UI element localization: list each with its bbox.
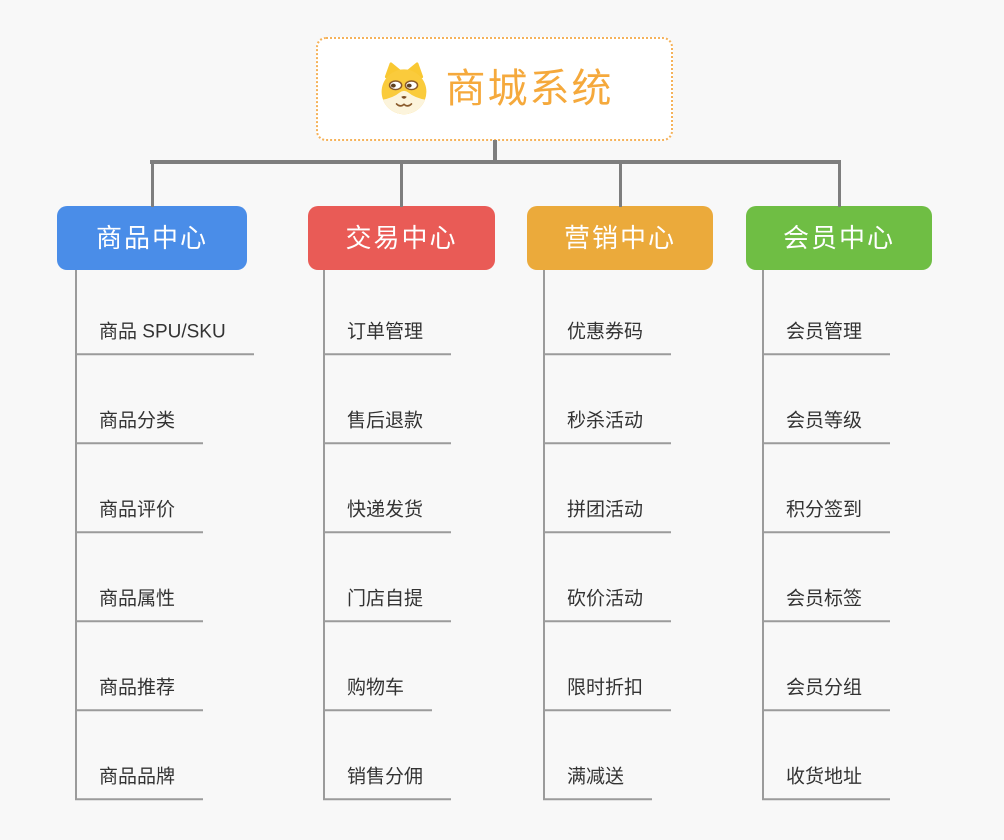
leaf-node[interactable]: 商品属性	[75, 587, 204, 622]
shiba-dog-icon	[376, 61, 432, 117]
leaf-node[interactable]: 商品分类	[75, 409, 204, 444]
branch-vertical-line	[323, 270, 325, 800]
branch-column: 交易中心 订单管理售后退款快递发货门店自提购物车销售分佣	[308, 206, 559, 816]
root-title: 商城系统	[445, 67, 614, 111]
branch-label: 交易中心	[345, 223, 458, 253]
leaf-node[interactable]: 会员管理	[762, 320, 891, 355]
branch-vertical-line	[543, 270, 545, 800]
branch-node[interactable]: 商品中心	[57, 206, 247, 270]
leaf-node[interactable]: 秒杀活动	[543, 409, 672, 444]
branch-node[interactable]: 营销中心	[527, 206, 713, 270]
leaf-node[interactable]: 会员标签	[762, 587, 891, 622]
branch-label: 营销中心	[563, 223, 676, 253]
root-node[interactable]: 商城系统	[316, 37, 673, 141]
leaf-node[interactable]: 商品评价	[75, 498, 204, 533]
leaf-node[interactable]: 收货地址	[762, 765, 891, 800]
leaf-node[interactable]: 满减送	[543, 765, 653, 800]
branch-vertical-line	[75, 270, 77, 800]
leaf-node[interactable]: 售后退款	[323, 409, 452, 444]
leaf-node[interactable]: 会员分组	[762, 676, 891, 711]
leaf-node[interactable]: 快递发货	[323, 498, 452, 533]
leaf-node[interactable]: 订单管理	[323, 320, 452, 355]
leaf-node[interactable]: 砍价活动	[543, 587, 672, 622]
leaf-node[interactable]: 门店自提	[323, 587, 452, 622]
leaf-node[interactable]: 购物车	[323, 676, 433, 711]
branch-column: 会员中心 会员管理会员等级积分签到会员标签会员分组收货地址	[746, 206, 997, 816]
branch-node[interactable]: 会员中心	[746, 206, 932, 270]
branch-vertical-line	[762, 270, 764, 800]
leaf-node[interactable]: 商品 SPU/SKU	[75, 320, 254, 355]
branch-label: 商品中心	[95, 223, 208, 253]
branch-node[interactable]: 交易中心	[308, 206, 495, 270]
connector-bus	[150, 160, 841, 164]
leaf-node[interactable]: 积分签到	[762, 498, 891, 533]
leaf-node[interactable]: 商品品牌	[75, 765, 204, 800]
branch-column: 营销中心 优惠券码秒杀活动拼团活动砍价活动限时折扣满减送	[527, 206, 778, 816]
connector-branch-drop	[150, 163, 154, 207]
branch-column: 商品中心 商品 SPU/SKU 商品分类商品评价商品属性商品推荐商品品牌	[57, 206, 308, 816]
leaf-node[interactable]: 拼团活动	[543, 498, 672, 533]
connector-branch-drop	[400, 163, 403, 207]
leaf-node[interactable]: 销售分佣	[323, 765, 452, 800]
connector-root-drop	[493, 140, 497, 161]
leaf-node[interactable]: 商品推荐	[75, 676, 204, 711]
branch-label: 会员中心	[782, 223, 895, 253]
leaf-node[interactable]: 限时折扣	[543, 676, 672, 711]
leaf-node[interactable]: 优惠券码	[543, 320, 672, 355]
connector-branch-drop	[837, 163, 841, 207]
connector-branch-drop	[618, 163, 622, 207]
leaf-node[interactable]: 会员等级	[762, 409, 891, 444]
